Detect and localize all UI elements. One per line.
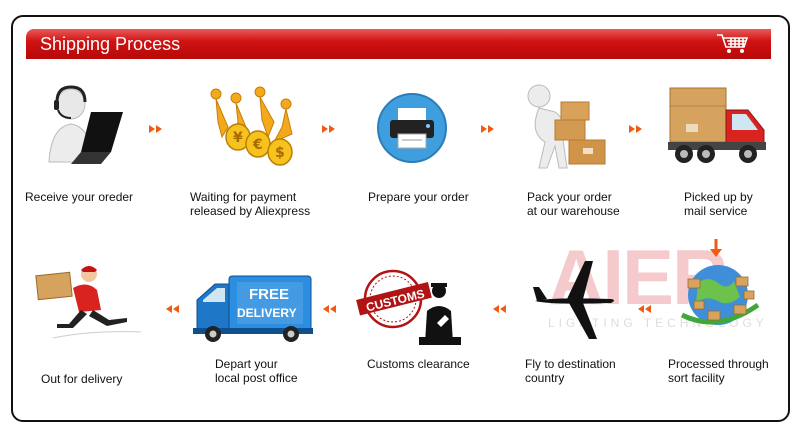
svg-text:FREE: FREE bbox=[249, 286, 289, 303]
left-arrow-icon bbox=[493, 304, 509, 314]
airplane-icon bbox=[531, 257, 617, 343]
step-label: Out for delivery bbox=[41, 372, 181, 386]
step-waiting-payment: ¥ € $ Waiting for payment released by Alie… bbox=[190, 82, 340, 222]
customer-service-laptop-icon bbox=[41, 82, 131, 172]
shopping-cart-icon bbox=[715, 32, 751, 56]
step-label: Processed through sort facility bbox=[668, 357, 788, 385]
step-receive-order: Receive your oreder bbox=[25, 82, 175, 222]
step-label: Picked up by mail service bbox=[684, 190, 790, 218]
printer-icon bbox=[374, 90, 450, 166]
courier-running-icon bbox=[31, 262, 149, 342]
svg-text:DELIVERY: DELIVERY bbox=[237, 306, 297, 320]
step-customs-clearance: CUSTOMS Customs clearance bbox=[353, 257, 503, 387]
step-out-for-delivery: Out for delivery bbox=[25, 262, 175, 387]
left-arrow-icon bbox=[166, 304, 182, 314]
left-arrow-icon bbox=[638, 304, 654, 314]
step-pack-order: Pack your order at our warehouse bbox=[525, 82, 675, 222]
step-label: Receive your oreder bbox=[25, 190, 175, 204]
free-delivery-van-icon: FREE DELIVERY bbox=[193, 272, 315, 344]
boxes-icon bbox=[525, 82, 615, 172]
svg-text:€: € bbox=[252, 137, 263, 153]
page-title: Shipping Process bbox=[40, 34, 180, 55]
step-label: Prepare your order bbox=[368, 190, 518, 204]
shipping-process-panel: Shipping Process AIER LIGHTING TECHNOLOG… bbox=[11, 15, 790, 422]
step-label: Customs clearance bbox=[367, 357, 517, 371]
globe-parcels-icon bbox=[674, 237, 764, 337]
coins-icon: ¥ € $ bbox=[208, 82, 308, 172]
right-arrow-icon bbox=[149, 124, 165, 134]
delivery-truck-icon bbox=[668, 86, 768, 168]
step-label: Depart your local post office bbox=[215, 357, 345, 385]
step-picked-up: Picked up by mail service bbox=[668, 82, 788, 222]
svg-text:¥: ¥ bbox=[233, 130, 243, 146]
customs-stamp-icon: CUSTOMS bbox=[353, 263, 473, 349]
step-label: Waiting for payment released by Aliexpre… bbox=[190, 190, 340, 218]
step-prepare-order: Prepare your order bbox=[366, 82, 516, 222]
step-fly-destination: Fly to destination country bbox=[525, 257, 675, 387]
header-bar: Shipping Process bbox=[26, 29, 771, 59]
right-arrow-icon bbox=[481, 124, 497, 134]
right-arrow-icon bbox=[322, 124, 338, 134]
right-arrow-icon bbox=[629, 124, 645, 134]
step-label: Fly to destination country bbox=[525, 357, 675, 385]
left-arrow-icon bbox=[323, 304, 339, 314]
svg-text:$: $ bbox=[275, 145, 285, 161]
step-sort-facility: Processed through sort facility bbox=[668, 237, 788, 387]
step-depart-post-office: FREE DELIVERY Depart your local post off… bbox=[193, 272, 343, 387]
step-label: Pack your order at our warehouse bbox=[527, 190, 677, 218]
